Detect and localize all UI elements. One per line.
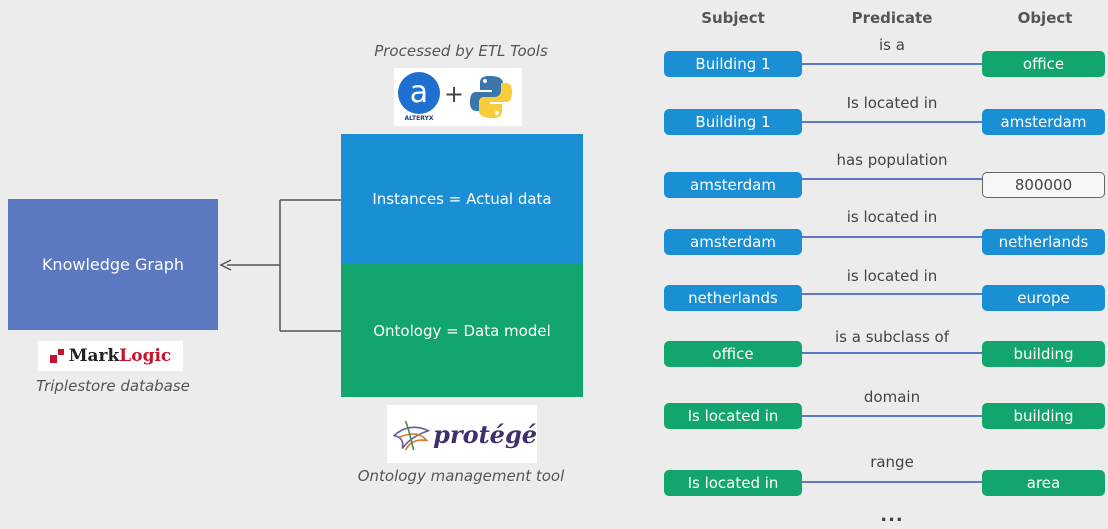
protege-icon xyxy=(392,420,431,451)
protege-caption: Ontology management tool xyxy=(357,467,565,485)
triple-subject: amsterdam xyxy=(664,172,802,198)
triple-subject: amsterdam xyxy=(664,229,802,255)
triple-subject: office xyxy=(664,341,802,367)
marklogic-caption: Triplestore database xyxy=(36,377,190,395)
triple-predicate: is located in xyxy=(846,267,938,285)
triple-link-line xyxy=(802,415,982,417)
instances-label: Instances = Actual data xyxy=(372,190,552,208)
marklogic-logo-text-logic: Logic xyxy=(119,346,172,366)
triple-link-line xyxy=(802,481,982,483)
etl-caption: Processed by ETL Tools xyxy=(374,42,548,60)
triple-subject: Is located in xyxy=(664,403,802,429)
triple-predicate: Is located in xyxy=(846,94,938,112)
instances-layer: Instances = Actual data xyxy=(341,134,583,264)
triple-link-line xyxy=(802,178,982,180)
triple-object: building xyxy=(982,341,1105,367)
etl-logos: a ALTERYX + xyxy=(394,68,522,126)
triple-object: building xyxy=(982,403,1105,429)
triple-object: amsterdam xyxy=(982,109,1105,135)
triple-link-line xyxy=(802,236,982,238)
knowledge-graph-box: Knowledge Graph xyxy=(8,199,218,330)
column-header-object: Object xyxy=(1017,9,1073,27)
triple-object: area xyxy=(982,470,1105,496)
alteryx-letter: a xyxy=(409,75,429,110)
ontology-layer: Ontology = Data model xyxy=(341,264,583,397)
alteryx-wordmark: ALTERYX xyxy=(404,115,434,122)
triple-link-line xyxy=(802,121,982,123)
triple-object: europe xyxy=(982,285,1105,311)
column-header-subject: Subject xyxy=(701,9,765,27)
knowledge-graph-label: Knowledge Graph xyxy=(41,255,185,274)
ontology-label: Ontology = Data model xyxy=(373,321,551,340)
triple-predicate: is located in xyxy=(846,208,938,226)
triple-predicate: is a xyxy=(879,36,905,54)
arrow-left-icon xyxy=(219,259,232,271)
triple-object: 800000 xyxy=(982,172,1105,198)
marklogic-logo-text-mark: Mark xyxy=(68,346,120,366)
triple-subject: Is located in xyxy=(664,470,802,496)
marklogic-mark-icon xyxy=(49,349,64,363)
plus-sign: + xyxy=(444,80,465,108)
python-icon xyxy=(470,76,512,118)
triple-predicate: has population xyxy=(836,151,948,169)
ellipsis: ... xyxy=(880,505,904,526)
triple-link-line xyxy=(802,352,982,354)
triple-object: office xyxy=(982,51,1105,77)
protege-wordmark: protégé xyxy=(433,419,537,449)
alteryx-icon: a xyxy=(398,72,440,114)
triple-link-line xyxy=(802,293,982,295)
triple-subject: netherlands xyxy=(664,285,802,311)
triple-predicate: range xyxy=(870,453,914,471)
column-header-predicate: Predicate xyxy=(851,9,933,27)
triple-subject: Building 1 xyxy=(664,51,802,77)
protege-logo: protégé xyxy=(387,405,537,463)
triple-object: netherlands xyxy=(982,229,1105,255)
triple-predicate: domain xyxy=(863,388,921,406)
triple-subject: Building 1 xyxy=(664,109,802,135)
connector-bracket xyxy=(219,199,341,332)
triple-predicate: is a subclass of xyxy=(834,328,950,346)
triple-link-line xyxy=(802,63,982,65)
